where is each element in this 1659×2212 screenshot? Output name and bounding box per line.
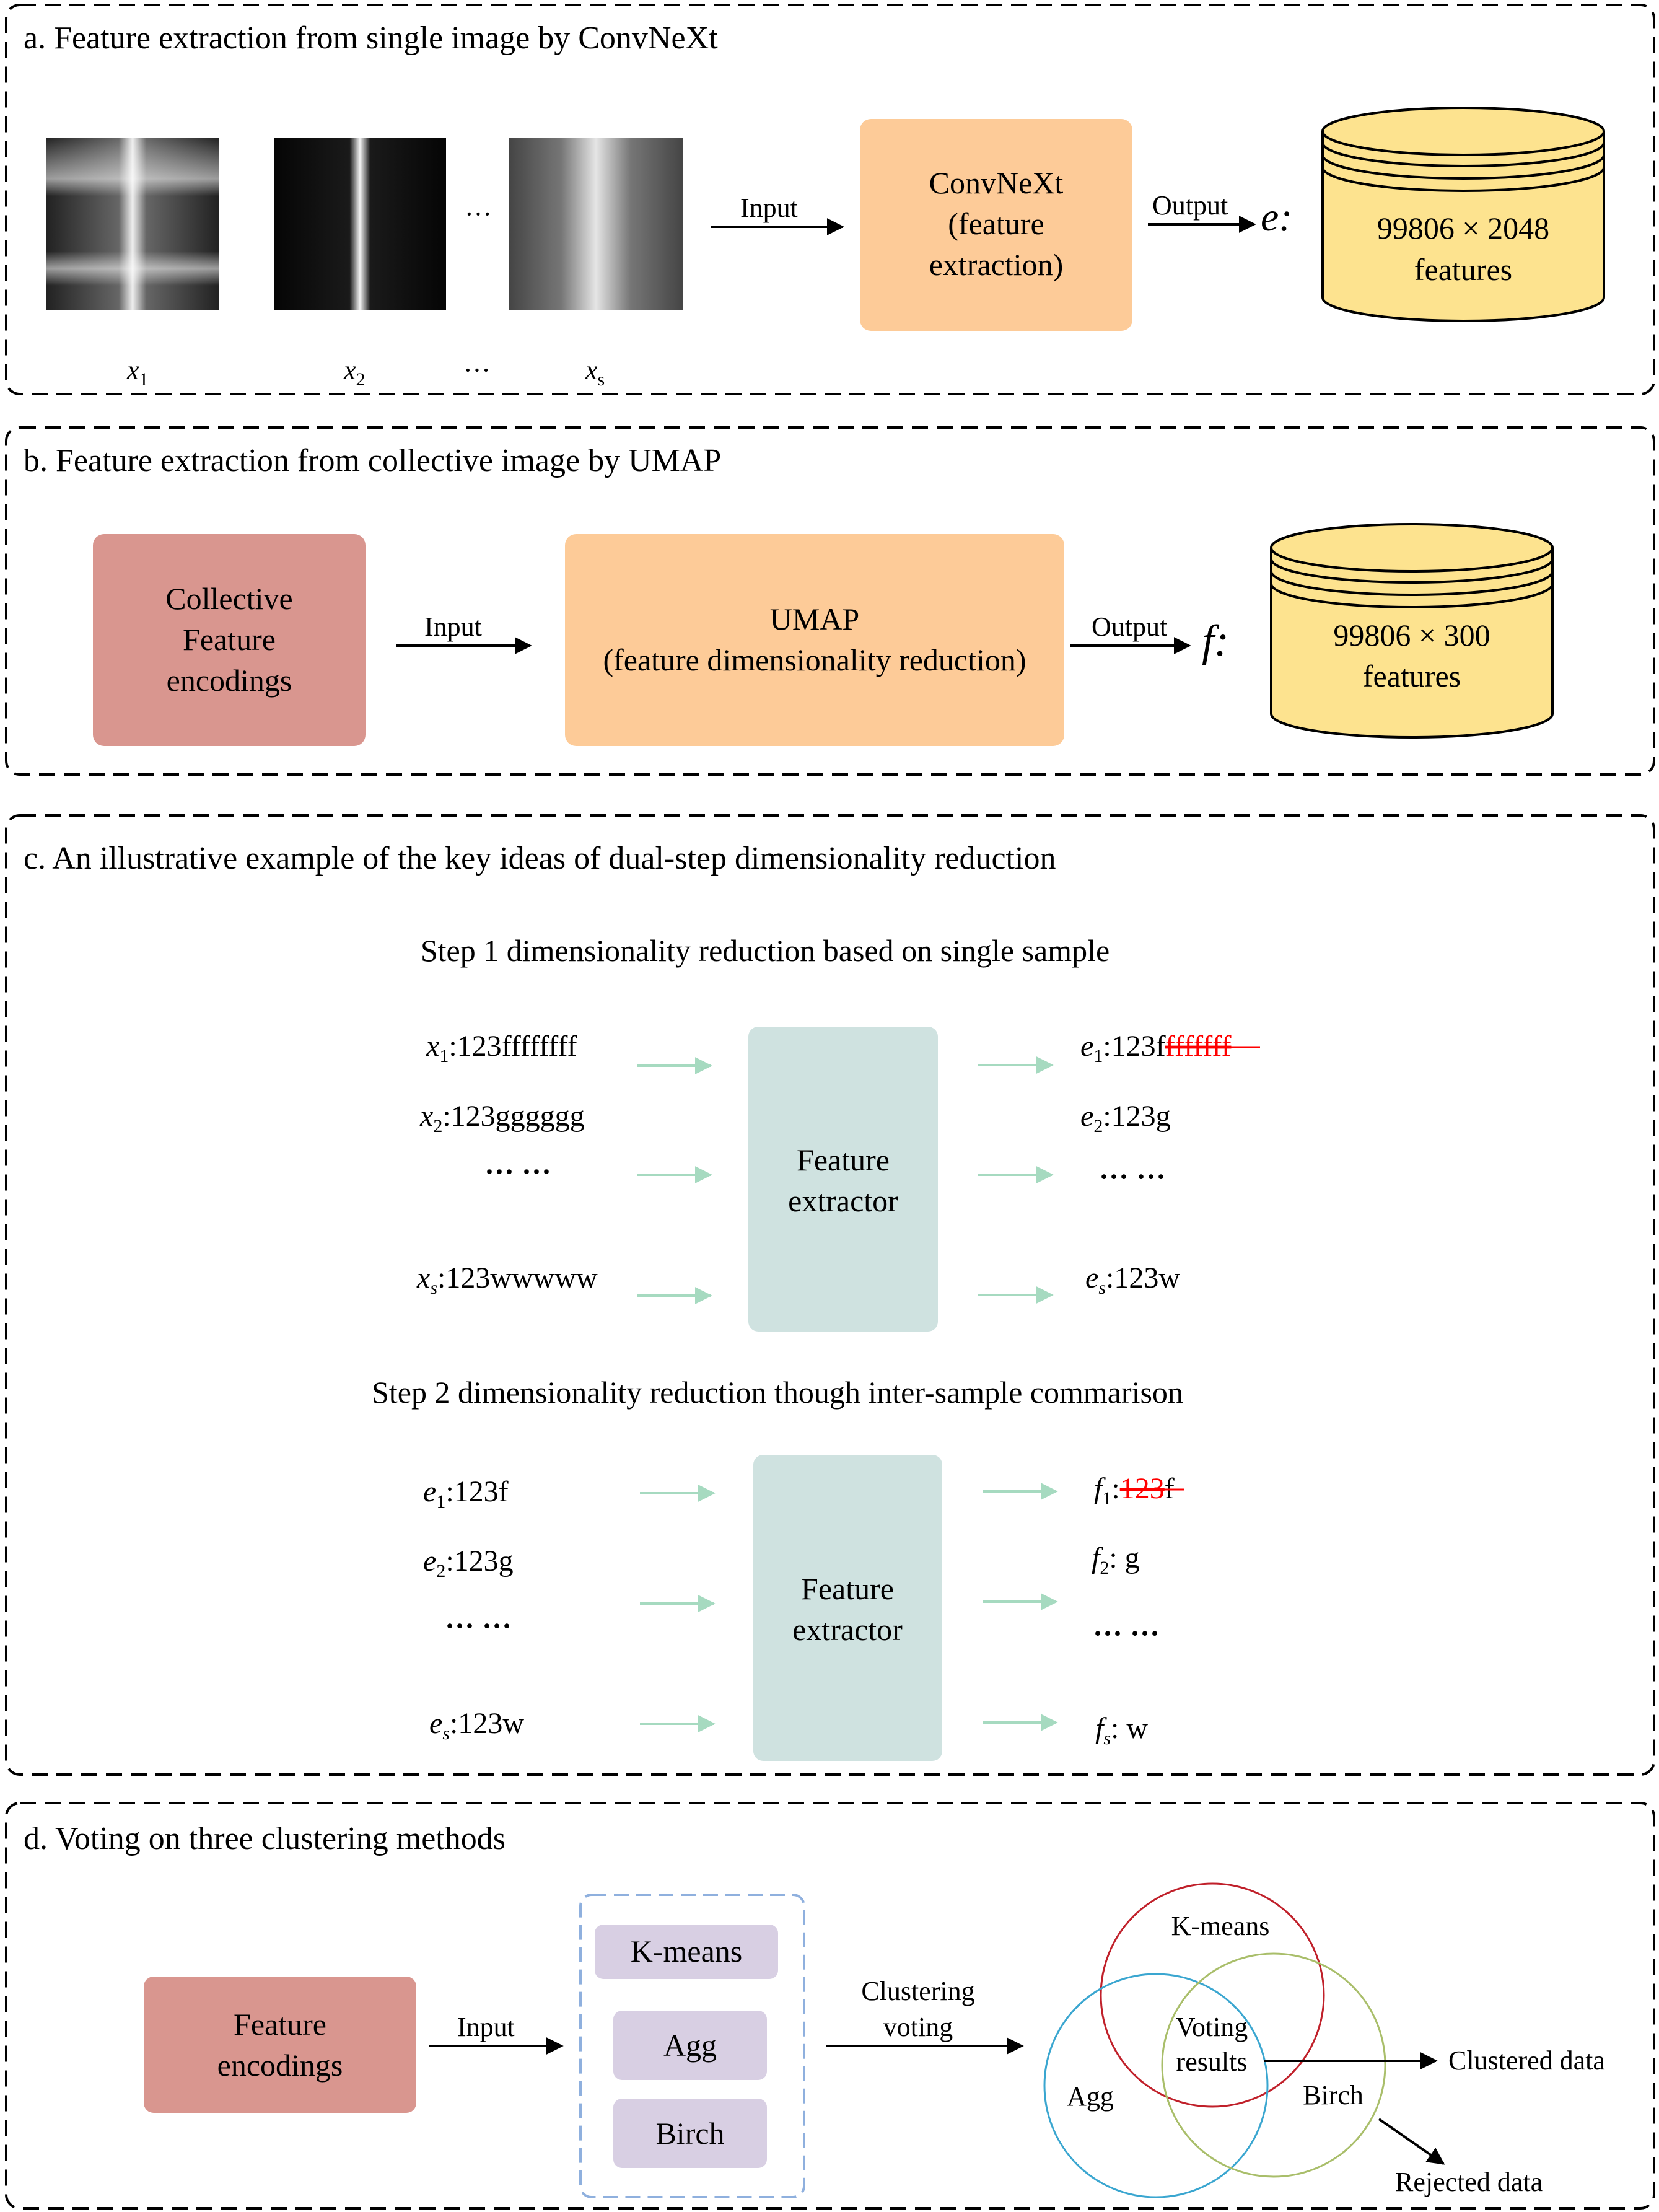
step1-out-arrows: [978, 1065, 1052, 1295]
umap-box-line1: UMAP: [770, 602, 859, 636]
convnext-box-line2: (feature: [948, 206, 1044, 241]
step2-extractor-line2: extractor: [792, 1612, 903, 1647]
method-birch-label: Birch: [655, 2116, 724, 2151]
var-e: e:: [1261, 195, 1292, 240]
step2-left-row-4: es:123w: [429, 1707, 524, 1744]
step1-left-row-3: ··· ···: [484, 1156, 551, 1188]
b-output-label: Output: [1092, 612, 1167, 642]
step2-left-row-3: ··· ···: [445, 1610, 512, 1643]
step1-left-row-2: x2:123gggggg: [419, 1100, 585, 1136]
voting-label-line1: Clustering: [861, 1976, 974, 2006]
step1-left-row-4: xs:123wwwww: [416, 1262, 598, 1298]
venn-center-line2: results: [1176, 2047, 1248, 2077]
section-a-title: a. Feature extraction from single image …: [24, 20, 718, 56]
collective-box-line3: encodings: [167, 663, 292, 698]
umap-box-line2: (feature dimensionality reduction): [603, 643, 1026, 677]
step1-in-arrows: [637, 1066, 711, 1296]
section-c-title: c. An illustrative example of the key id…: [24, 841, 1056, 876]
feature-encodings-box: [144, 1977, 416, 2113]
var-f: f:: [1202, 616, 1229, 665]
rejected-data-label: Rejected data: [1395, 2167, 1543, 2197]
step2-left-row-1: e1:123f: [423, 1475, 509, 1512]
section-c: c. An illustrative example of the key id…: [6, 815, 1654, 1775]
feature-encodings-line2: encodings: [217, 2048, 343, 2083]
step2-extractor-box: [753, 1455, 942, 1761]
step1-right-row-3: ··· ···: [1099, 1161, 1166, 1193]
d-input-label: Input: [457, 2012, 515, 2042]
method-kmeans-label: K-means: [631, 1934, 743, 1968]
database-e-line1: 99806 × 2048: [1377, 211, 1549, 245]
step1-right-row-2: e2:123g: [1080, 1100, 1171, 1136]
step2-right-row-4: fs: w: [1095, 1712, 1148, 1749]
image-label-s: xs: [585, 355, 605, 390]
database-f-line1: 99806 × 300: [1333, 618, 1490, 652]
step2-left-row-2: e2:123g: [423, 1545, 514, 1581]
input-image-1: [46, 138, 219, 310]
rejected-arrow: [1379, 2119, 1443, 2164]
step1-left-row-1: x1:123ffffffff: [426, 1030, 577, 1066]
section-b-title: b. Feature extraction from collective im…: [24, 443, 721, 478]
step2-title: Step 2 dimensionality reduction though i…: [372, 1375, 1183, 1410]
clustered-data-label: Clustered data: [1448, 2045, 1605, 2076]
database-f-line2: features: [1363, 659, 1461, 693]
collective-box-line1: Collective: [165, 581, 293, 616]
image-label-2: x2: [343, 355, 366, 390]
venn-kmeans-label: K-means: [1171, 1911, 1270, 1941]
image-label-1: x1: [126, 355, 149, 390]
step1-extractor-line2: extractor: [788, 1183, 898, 1218]
step2-right-row-3: ··· ···: [1093, 1617, 1160, 1650]
step2-in-arrows: [640, 1493, 714, 1724]
umap-box: [565, 534, 1064, 746]
input-image-s: [509, 138, 683, 310]
step1-extractor-line1: Feature: [797, 1143, 890, 1177]
convnext-box-line3: extraction): [929, 247, 1064, 282]
images-ellipsis: ···: [465, 199, 492, 229]
venn-agg-label: Agg: [1067, 2081, 1114, 2112]
step2-out-arrows: [983, 1491, 1056, 1723]
venn-center-line1: Voting: [1176, 2012, 1248, 2042]
a-output-label: Output: [1152, 190, 1228, 221]
collective-box-line2: Feature: [183, 622, 276, 657]
step2-right-row-2: f2: g: [1092, 1542, 1140, 1578]
venn-birch-label: Birch: [1303, 2080, 1364, 2110]
a-input-label: Input: [740, 193, 798, 223]
step1-extractor-box: [748, 1027, 938, 1332]
database-e-line2: features: [1414, 252, 1512, 287]
convnext-box-line1: ConvNeXt: [929, 165, 1064, 200]
step1-title: Step 1 dimensionality reduction based on…: [421, 933, 1110, 968]
section-a: a. Feature extraction from single image …: [6, 5, 1654, 394]
feature-encodings-line1: Feature: [234, 2007, 326, 2042]
step1-right-row-4: es:123w: [1085, 1262, 1180, 1298]
method-agg-label: Agg: [663, 2028, 717, 2063]
b-input-label: Input: [424, 612, 482, 642]
input-image-2: [274, 138, 446, 310]
voting-label-line2: voting: [883, 2012, 953, 2042]
section-d-title: d. Voting on three clustering methods: [24, 1821, 506, 1856]
step2-extractor-line1: Feature: [801, 1571, 894, 1606]
section-b: b. Feature extraction from collective im…: [6, 428, 1654, 775]
section-d: d. Voting on three clustering methods Fe…: [6, 1803, 1654, 2208]
labels-ellipsis: ···: [463, 355, 491, 385]
